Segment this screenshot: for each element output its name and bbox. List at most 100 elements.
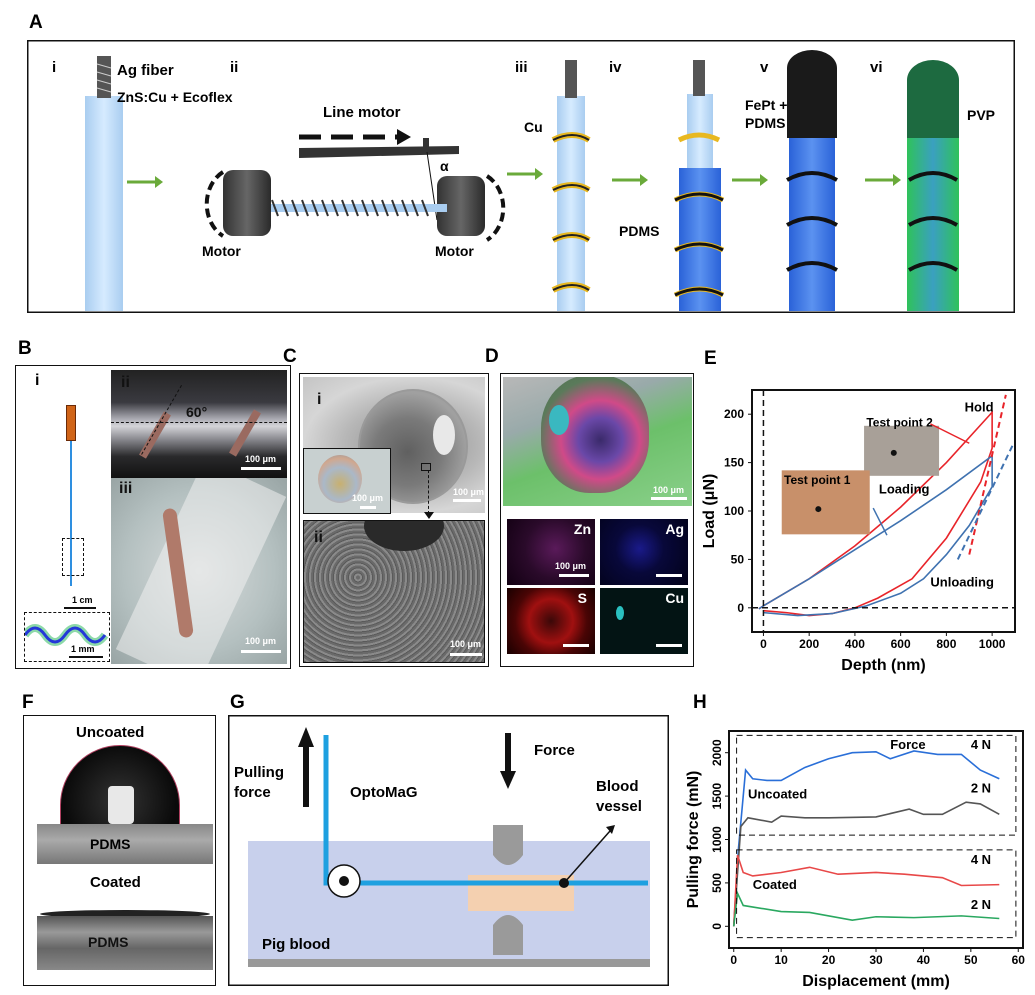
force-label: Force (534, 742, 575, 759)
arrow-icon (893, 174, 901, 186)
y-tick-label: 50 (731, 552, 745, 566)
pdms-substrate-1 (37, 824, 213, 864)
map-label-zn: Zn (573, 521, 591, 537)
zoom-arrow-icon (428, 470, 429, 514)
b-iii-photo: iii 100 μm (111, 478, 287, 664)
pvp-label: PVP (967, 107, 995, 123)
d-map-zn: Zn 100 μm (507, 519, 595, 585)
x-tick-label: 0 (760, 637, 767, 651)
uncoated-label: Uncoated (748, 787, 807, 802)
uncoated-2n-label: 2 N (971, 781, 991, 796)
coated-2n-label: 2 N (971, 897, 991, 912)
d-map-cu: Cu (600, 588, 688, 654)
x-axis-label: Depth (nm) (841, 657, 925, 674)
y-axis-label: Load (μN) (701, 474, 718, 549)
device-tip (66, 405, 76, 441)
hold-pointer-arrow-icon (930, 423, 970, 444)
c-ii-label: ii (314, 529, 323, 546)
series-line-test-point-1-fit (956, 444, 1014, 560)
fept-label-2: PDMS (745, 115, 785, 131)
scale-bar-label: 100 μm (555, 561, 587, 571)
ag-fiber-label: Ag fiber (117, 62, 174, 79)
line-motor-label: Line motor (323, 104, 401, 121)
fiber-v (789, 136, 835, 311)
x-tick-label: 30 (869, 953, 883, 967)
y-tick-label: 200 (724, 407, 744, 421)
cu-label: Cu (524, 119, 543, 135)
loading-pointer-arrow-icon (872, 507, 888, 536)
plot-frame (728, 730, 1024, 949)
scale-bar-label: 100 μm (352, 493, 384, 503)
test-point-1-dot (815, 506, 822, 513)
x-tick-label: 20 (822, 953, 836, 967)
d-eds-overlay: 100 μm (503, 377, 692, 506)
panel-label-h: H (693, 692, 707, 713)
step-ii: ii (230, 59, 238, 76)
d-map-ag: Ag (600, 519, 688, 585)
fiber-iii (557, 96, 585, 311)
motor-left-icon (223, 170, 271, 236)
b-ii-label: ii (121, 374, 130, 391)
uncoated-4n-label: 4 N (971, 737, 991, 752)
test-point-2-label: Test point 2 (866, 415, 933, 429)
y-tick-label: 150 (724, 456, 744, 470)
scale-bar-label: 100 μm (245, 454, 277, 464)
test-point-2-photo (864, 425, 940, 476)
angle-label: 60° (186, 404, 208, 420)
x-tick-label: 10 (774, 953, 788, 967)
x-tick-label: 600 (891, 637, 911, 651)
panel-label-g: G (230, 692, 245, 713)
pig-blood-label: Pig blood (262, 936, 330, 953)
x-tick-label: 200 (799, 637, 819, 651)
panel-g-schematic: Pulling force OptoMaG Force Blood vessel… (228, 715, 669, 986)
pointer-arrow-icon (606, 825, 615, 834)
step-i: i (52, 59, 56, 76)
panel-label-d: D (485, 346, 499, 367)
map-label-ag: Ag (665, 521, 684, 537)
step-v: v (760, 59, 769, 76)
uncoated-label: Uncoated (76, 724, 145, 741)
y-tick-label: 1000 (710, 826, 724, 853)
step-vi: vi (870, 59, 883, 76)
pulling-label: Pulling (234, 764, 284, 781)
arrow-icon (535, 168, 543, 180)
pdms-label-1: PDMS (90, 836, 131, 852)
zoom-box (62, 538, 84, 576)
fiber-i (85, 96, 123, 311)
y-tick-label: 1500 (710, 782, 724, 809)
map-label-cu: Cu (665, 590, 684, 606)
pdms-substrate-2 (37, 916, 213, 970)
fiber-ii (267, 204, 447, 212)
pdms-label: PDMS (619, 223, 659, 239)
panel-label-b: B (18, 338, 32, 359)
fept-cap (787, 50, 837, 139)
b-ii-photo: ii 60° 100 μm (111, 370, 287, 478)
optomag-label: OptoMaG (350, 784, 418, 801)
b-i-label: i (35, 372, 40, 389)
series-line-test-point-1 (758, 454, 993, 617)
series-line-coated-2-n (732, 890, 1000, 927)
device-fiber (70, 441, 72, 586)
test-point-1-label: Test point 1 (784, 473, 851, 487)
vessel-label: vessel (596, 798, 642, 815)
pdms-label-2: PDMS (88, 934, 129, 950)
y-tick-label: 500 (710, 873, 724, 893)
unloading-label: Unloading (930, 575, 994, 590)
zns-label: ZnS:Cu + Ecoflex (117, 89, 233, 105)
panel-label-e: E (704, 348, 717, 369)
x-tick-label: 0 (730, 953, 737, 967)
coated-droplet (40, 910, 210, 918)
arrow-icon (640, 174, 648, 186)
loading-label: Loading (879, 482, 930, 497)
hold-label: Hold (965, 399, 994, 414)
panel-label-c: C (283, 346, 297, 367)
y-axis-label: Pulling force (mN) (685, 771, 702, 909)
scale-bar-label: 100 μm (453, 487, 485, 497)
b-iii-label: iii (119, 480, 133, 497)
panel-c (299, 373, 489, 667)
coated-dashed-box (736, 849, 1017, 939)
series-line-coated-4-n (732, 854, 1000, 927)
coated-label: Coated (90, 874, 141, 891)
